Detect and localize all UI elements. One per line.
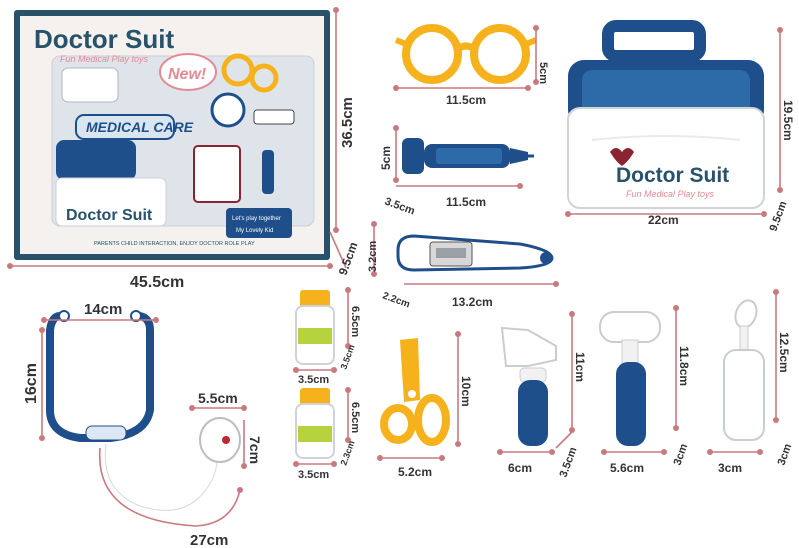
otoscope-depth-label: 3.5cm [558,445,580,479]
thermometer-height-label: 3.2cm [367,241,379,272]
dental-mirror: 3cm 12.5cm 3cm [707,289,794,475]
thermometer-length-label: 13.2cm [452,295,493,309]
box-syringes [61,67,119,103]
box-case-brand: Doctor Suit [66,207,153,224]
box-case [56,140,136,180]
hammer-width-label: 5.6cm [610,461,644,475]
box-height-label: 36.5cm [339,97,356,148]
case-depth-label: 9.5cm [768,199,790,233]
syringe-depth-label: 3.5cm [383,196,417,218]
otoscope: 6cm 11cm 3.5cm [497,311,587,479]
syringe-height-label: 5cm [379,146,393,170]
box-sign: MEDICAL CARE [86,119,194,135]
hammer-height-label: 11.8cm [677,346,691,386]
hammer-depth-label: 3cm [672,442,691,467]
box-width-label: 45.5cm [130,274,184,291]
box-slogan-1: Let's play together [232,216,281,222]
bottle-top: 3.5cm 6.5cm 3.5cm [293,287,361,386]
case-width-label: 22cm [648,213,679,227]
otoscope-height-label: 11cm [573,352,587,382]
box-clipboard [193,145,241,203]
case-brand: Doctor Suit [616,164,729,187]
box-depth-label: 9.5cm [336,240,361,277]
stethoscope-height-label: 16cm [23,363,40,404]
bottle-top-depth-label: 3.5cm [338,343,356,370]
syringe-length-label: 11.5cm [446,195,486,209]
scissors-width-label: 5.2cm [398,465,432,479]
mirror-height-label: 12.5cm [777,332,791,373]
box-brand: Doctor Suit [34,24,174,54]
bottle-top-width-label: 3.5cm [298,374,329,386]
stethoscope: 14cm 16cm 5.5cm 7cm 27cm [23,301,263,548]
bottle-bottom: 3.5cm 6.5cm 2.3cm [293,387,361,481]
box-footer: PARENTS CHILD INTERACTION, ENJOY DOCTOR … [94,241,255,247]
new-badge-text: New! [168,66,207,83]
stethoscope-chest-width-label: 5.5cm [198,390,238,406]
stethoscope-chest-height-label: 7cm [247,436,263,464]
case-height-label: 19.5cm [781,100,795,141]
glasses-height-label: 5cm [537,62,549,84]
box-slogan-2: My Lovely Kid [236,228,273,234]
scissors-height-label: 10cm [459,376,473,407]
new-badge: New! [159,53,217,91]
toy-box: Doctor Suit Fun Medical Play toys New! M… [7,7,360,291]
thermometer-depth-label: 2.2cm [381,290,412,310]
bottle-top-height-label: 6.5cm [349,306,361,337]
stethoscope-width-label: 14cm [84,301,122,318]
heart-icon [610,148,634,166]
doctor-case: Doctor Suit Fun Medical Play toys 22cm 1… [565,20,795,233]
mirror-depth-label: 3cm [776,442,795,467]
box-tagline: Fun Medical Play toys [60,54,149,64]
case-tagline: Fun Medical Play toys [626,189,715,199]
syringe: 5cm 11.5cm 3.5cm [379,125,534,218]
glasses-width-label: 11.5cm [446,93,486,107]
glasses: 11.5cm 5cm [393,24,549,107]
scissors: 5.2cm 10cm [377,331,473,479]
mirror-width-label: 3cm [718,461,742,475]
bottle-bottom-depth-label: 2.3cm [338,439,356,466]
reflex-hammer: 5.6cm 11.8cm 3cm [599,305,691,475]
bottle-bottom-width-label: 3.5cm [298,469,329,481]
thermometer: 3.2cm 13.2cm 2.2cm [367,221,559,311]
stethoscope-tubing-label: 27cm [190,532,228,548]
bottle-bottom-height-label: 6.5cm [349,402,361,433]
otoscope-width-label: 6cm [508,461,532,475]
